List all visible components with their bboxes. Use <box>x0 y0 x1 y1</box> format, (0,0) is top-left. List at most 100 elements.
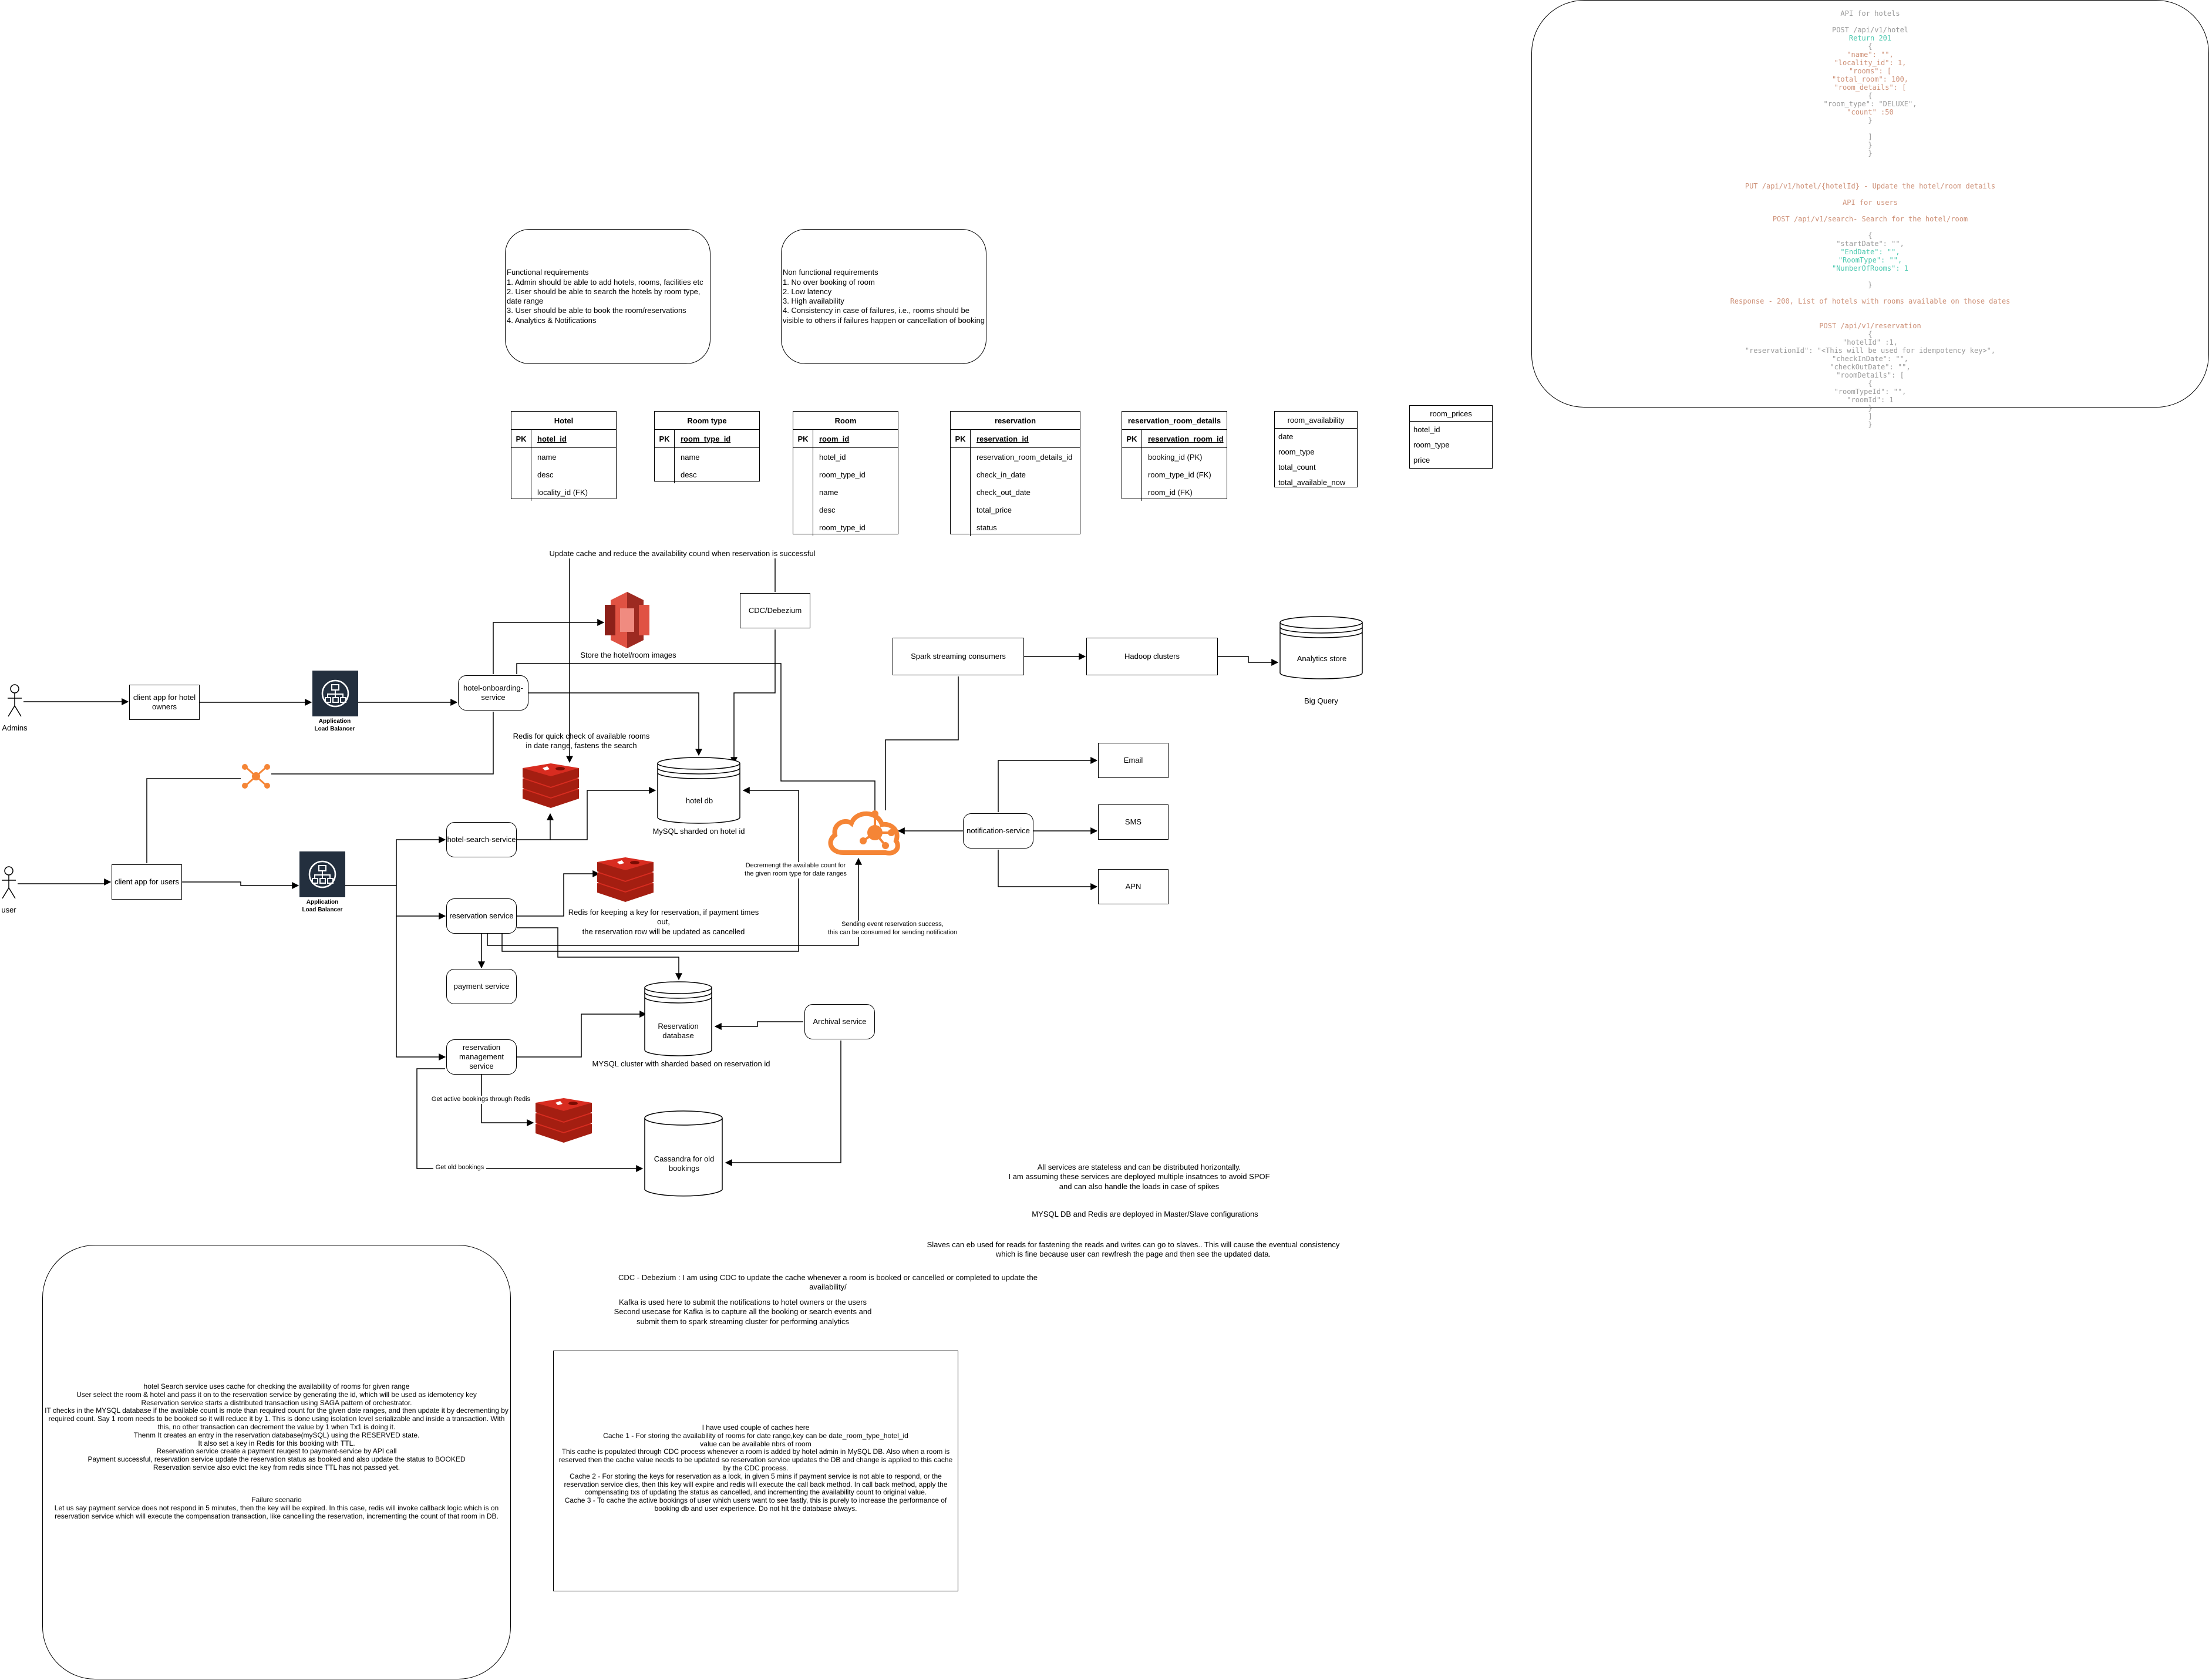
master-slave-note: MYSQL DB and Redis are deployed in Maste… <box>1032 1210 1258 1218</box>
archival-service[interactable]: Archival service <box>804 1004 875 1039</box>
api-line: { <box>1868 231 1873 240</box>
stateless-note: All services are stateless and can be di… <box>1008 1163 1270 1191</box>
api-line <box>1533 305 2208 314</box>
cassandra-db-cylinder <box>644 1110 723 1197</box>
non-functional-requirements-text: Non functional requirements 1. No over b… <box>783 268 985 325</box>
table-field: name <box>537 452 557 462</box>
cdc-debezium[interactable]: CDC/Debezium <box>740 593 810 628</box>
api-line: "EndDate": "", <box>1840 248 1900 256</box>
edge-reservation-to-redis <box>517 870 600 917</box>
pk-field: room_type_id <box>681 434 731 443</box>
table-field: check_out_date <box>976 487 1031 497</box>
big-query-label: Big Query <box>1304 696 1338 705</box>
s3-caption: Store the hotel/room images <box>580 651 676 659</box>
client-app-users[interactable]: client app for users <box>112 864 182 900</box>
email-channel[interactable]: Email <box>1098 743 1169 778</box>
api-line <box>1533 18 2208 26</box>
api-line <box>1533 157 2208 166</box>
redis-cache-icon <box>597 857 654 902</box>
update-cache-edge-label: Update cache and reduce the availability… <box>527 549 837 559</box>
spark-streaming-consumers[interactable]: Spark streaming consumers <box>893 638 1024 675</box>
api-line: API for hotels <box>1840 9 1900 18</box>
table-title: reservation_room_details <box>1122 412 1227 430</box>
table-title: room_availability <box>1275 412 1357 429</box>
api-spec-panel <box>1531 0 2209 408</box>
table-field: total_price <box>976 505 1012 514</box>
table-field: booking_id (PK) <box>1148 452 1203 462</box>
room-availability-table: room_availability date room_type total_c… <box>1274 411 1358 487</box>
edge-mgmt-to-cassandra <box>416 1068 644 1172</box>
reservation-service[interactable]: reservation service <box>446 898 517 934</box>
edge-onboarding-to-hotel-db <box>528 692 702 756</box>
edge-kafka-to-spark <box>885 676 959 810</box>
cdc-note: CDC - Debezium : I am using CDC to updat… <box>618 1273 1038 1292</box>
non-functional-requirements: Non functional requirements 1. No over b… <box>781 229 986 364</box>
edge-search-to-hotel-db <box>550 787 656 840</box>
hotel-onboarding-service[interactable]: hotel-onboarding- service <box>458 675 528 711</box>
redis-availability-caption: Redis for quick check of available rooms… <box>513 732 650 750</box>
table-field: hotel_id <box>1413 425 1440 434</box>
edge-user-to-client <box>18 878 112 886</box>
api-line: } <box>1868 281 1873 289</box>
table-field: check_in_date <box>976 470 1026 479</box>
api-line <box>1533 124 2208 133</box>
room-prices-table: room_prices hotel_id room_type price <box>1409 405 1493 469</box>
redis-cache-icon <box>523 763 579 808</box>
reservation-management-service[interactable]: reservation management service <box>446 1039 517 1075</box>
sms-channel[interactable]: SMS <box>1098 804 1169 840</box>
table-title: reservation <box>951 412 1080 430</box>
functional-requirements-text: Functional requirements 1. Admin should … <box>507 268 703 325</box>
edge-notification-to-email <box>998 757 1098 812</box>
api-line: } <box>1868 420 1873 429</box>
payment-service[interactable]: payment service <box>446 969 517 1004</box>
api-line: PUT /api/v1/hotel/{hotelId} - Update the… <box>1745 182 1996 190</box>
api-line: "RoomType": "", <box>1838 256 1902 264</box>
decrement-edge-label: Decremengt the available count for the g… <box>737 862 854 878</box>
table-field: room_id (FK) <box>1148 487 1193 497</box>
cassandra-label: Cassandra for old bookings <box>654 1154 715 1173</box>
api-line: "checkInDate": "", <box>1831 355 1909 363</box>
notification-service[interactable]: notification-service <box>963 813 1033 849</box>
api-line: POST /api/v1/search- Search for the hote… <box>1772 215 1968 223</box>
api-line: POST /api/v1/hotel <box>1831 26 1909 34</box>
api-line <box>1533 166 2208 174</box>
flow-description-text: hotel Search service uses cache for chec… <box>45 1382 509 1520</box>
table-field: total_available_now <box>1278 477 1346 487</box>
pk-field: reservation_room_id <box>1148 434 1224 443</box>
apn-channel[interactable]: APN <box>1098 869 1169 904</box>
api-line: API for users <box>1843 198 1898 207</box>
table-field: status <box>976 523 997 532</box>
active-bookings-edge-label: Get active bookings through Redis <box>431 1096 531 1104</box>
client-app-hotel-owners[interactable]: client app for hotel owners <box>129 685 200 720</box>
edge-archival-to-reservation-db <box>714 1021 803 1030</box>
api-line: } <box>1868 116 1873 124</box>
api-line: "checkOutDate": "", <box>1830 363 1911 371</box>
api-line: "total_room": 100, <box>1831 75 1909 83</box>
user-actor-icon <box>2 866 16 899</box>
redis-cache-icon <box>536 1098 592 1143</box>
kafka-note: Kafka is used here to submit the notific… <box>614 1298 872 1326</box>
table-field: date <box>1278 432 1294 441</box>
table-field: hotel_id <box>819 452 846 462</box>
api-line: "room_details": [ <box>1834 83 1907 92</box>
api-line: { <box>1868 379 1873 388</box>
flow-description-panel <box>42 1245 511 1679</box>
api-line <box>1533 207 2208 215</box>
edge-mgmt-to-redis <box>481 1075 534 1126</box>
edge-client-user-to-alb <box>182 881 299 889</box>
hotel-search-service[interactable]: hotel-search-service <box>446 822 517 857</box>
edge-reservation-to-kafka <box>487 857 862 946</box>
api-line: "hotelId" :1, <box>1843 338 1898 346</box>
hadoop-clusters[interactable]: Hadoop clusters <box>1086 638 1218 675</box>
api-line: "count" :50 <box>1847 108 1894 116</box>
table-title: Room type <box>655 412 759 430</box>
edge-alb-to-reservation <box>396 886 446 920</box>
sending-event-edge-label: Sending event reservation success, this … <box>816 921 969 937</box>
edge-orchestrator-to-client-user <box>146 778 241 863</box>
api-line: "startDate": "", <box>1836 240 1904 248</box>
edge-onboarding-to-orchestrator <box>271 712 494 775</box>
